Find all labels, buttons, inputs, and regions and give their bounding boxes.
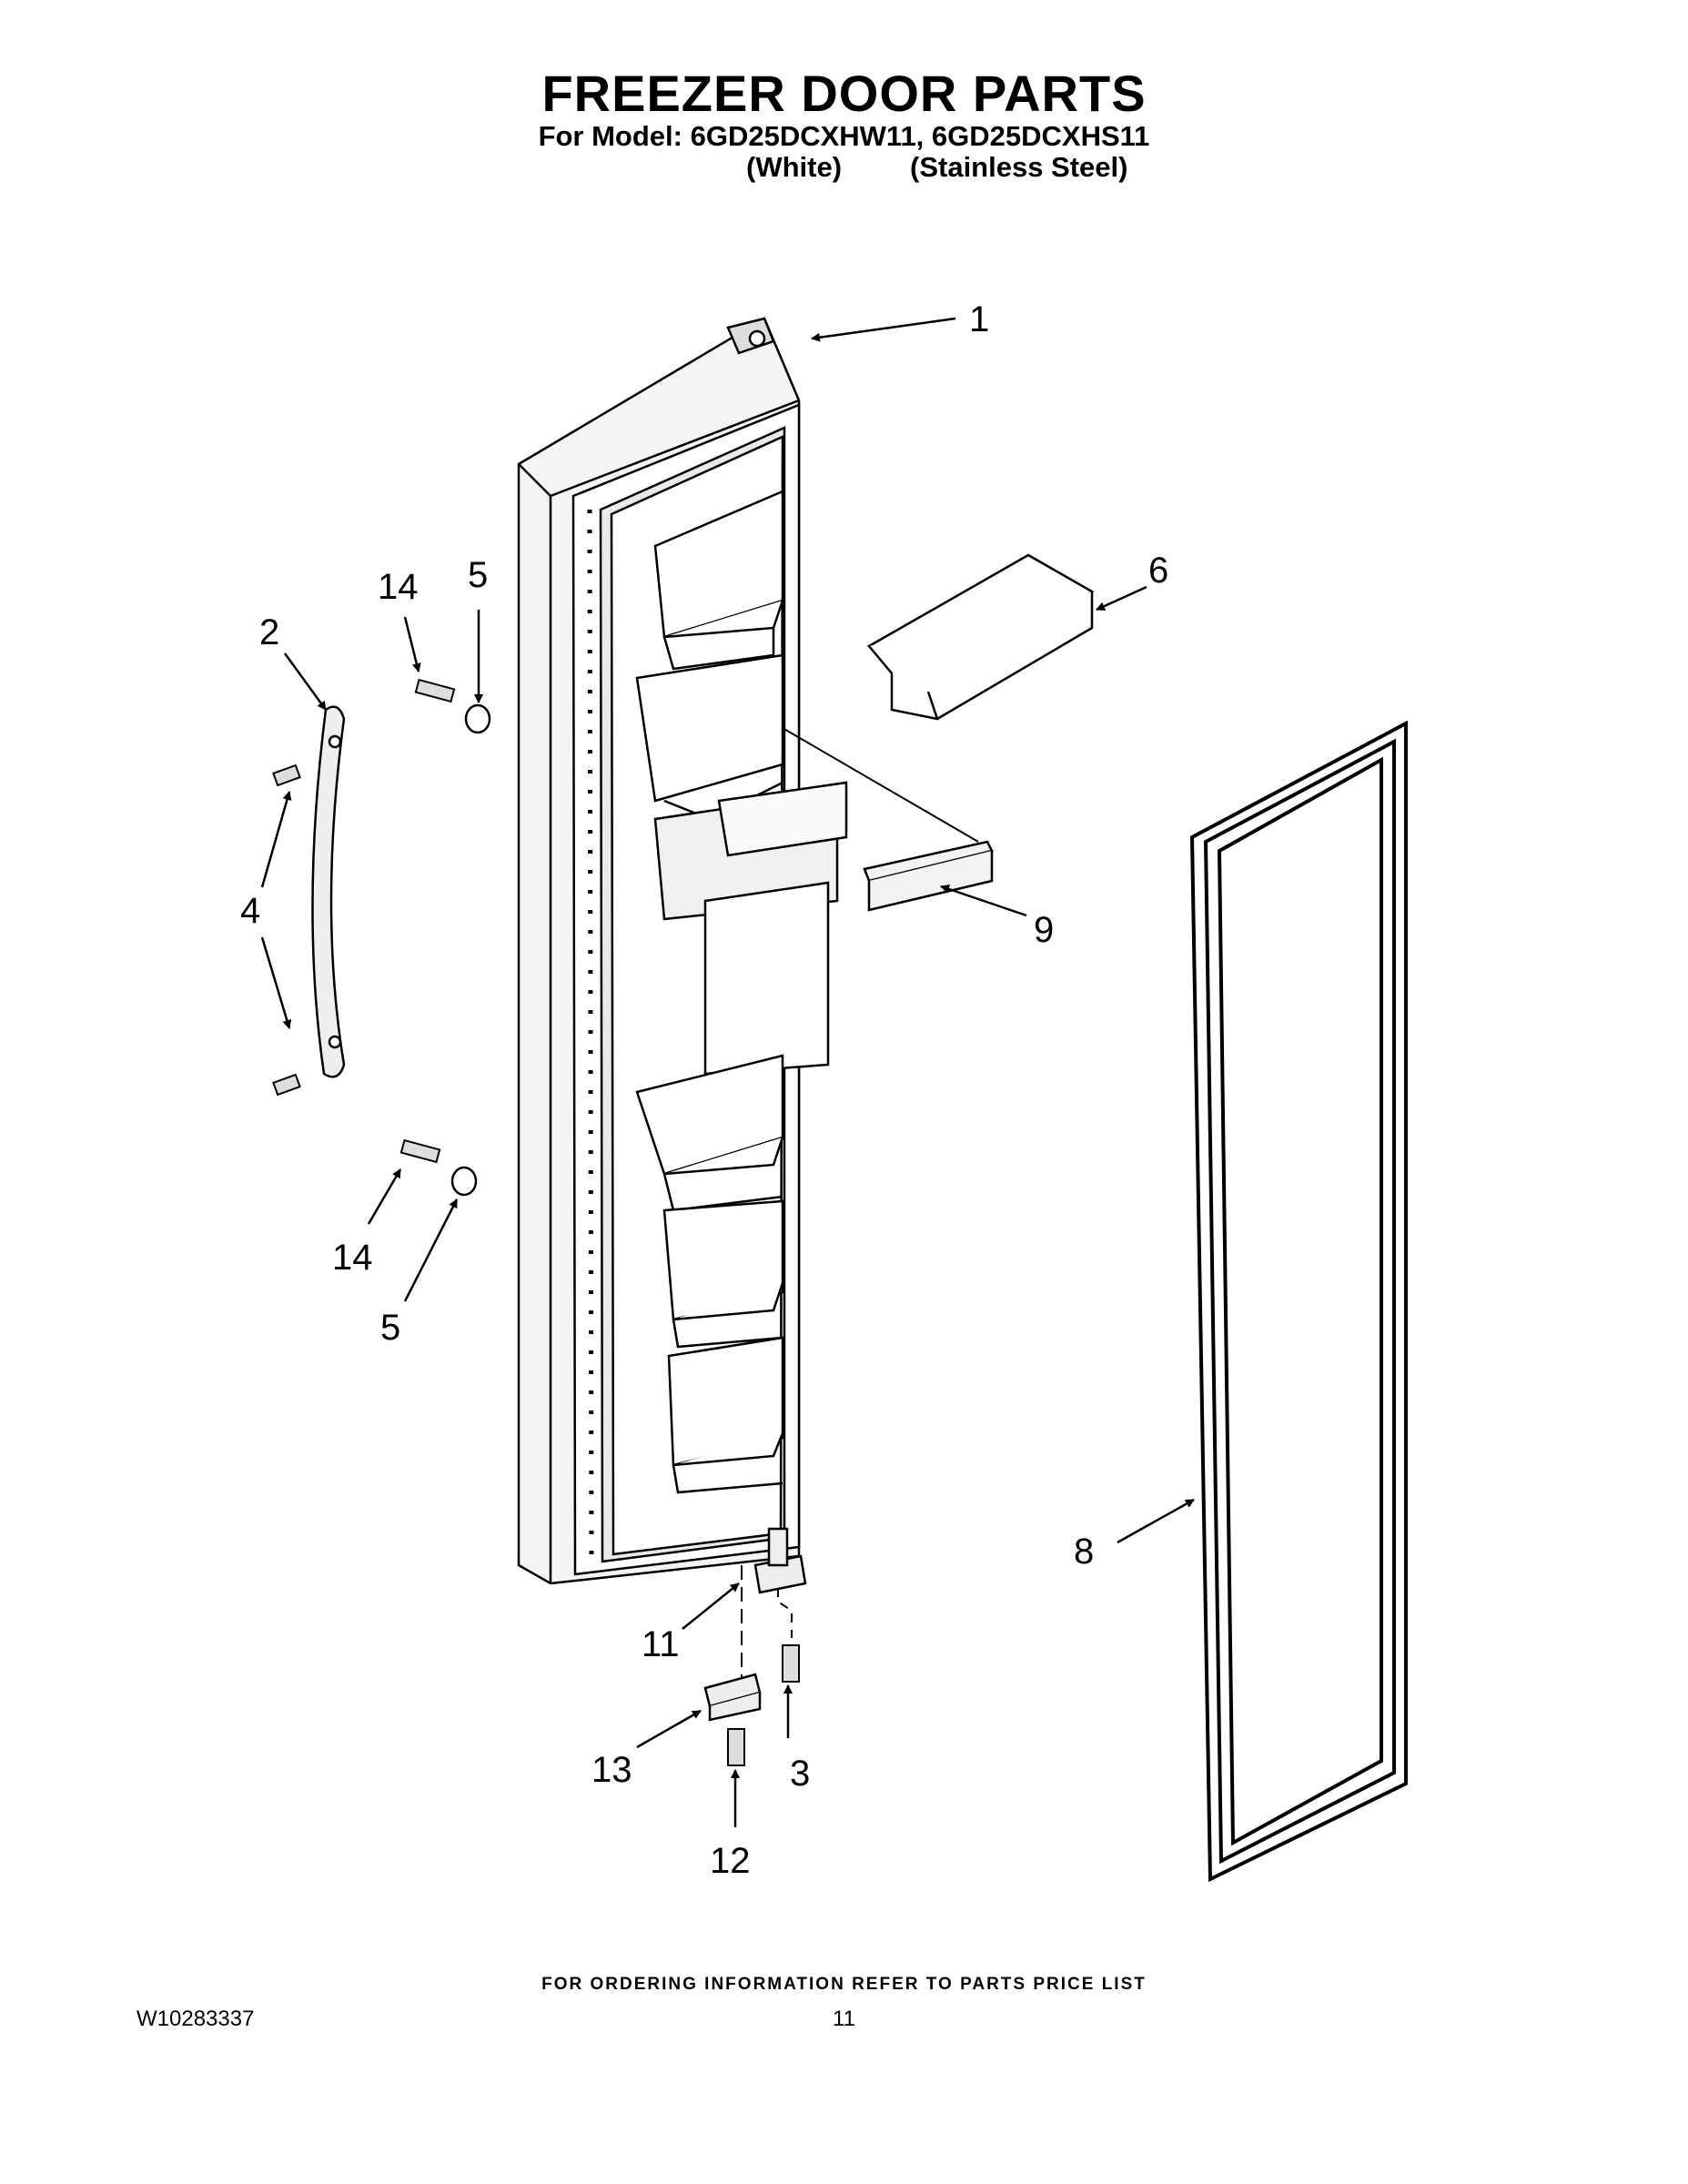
mount-screw-lower [399, 1138, 441, 1164]
page-title: FREEZER DOOR PARTS [541, 65, 1147, 122]
hinge-pin-assembly [753, 1527, 807, 1594]
document-number: W10283337 [136, 2007, 255, 2031]
callout-14-lower: 14 [332, 1238, 373, 1278]
trim-strip [863, 840, 994, 912]
callout-3: 3 [790, 1754, 810, 1794]
callout-2: 2 [259, 612, 279, 652]
callout-labels: 1 2 3 4 5 5 6 8 9 11 12 13 14 14 [240, 299, 1168, 1881]
freezer-door [517, 317, 848, 1585]
mount-screw-upper [414, 678, 456, 703]
leader-6 [1096, 585, 1147, 612]
spacer-lower [450, 1166, 478, 1197]
door-bin [866, 553, 1095, 721]
callout-5-upper: 5 [468, 555, 488, 595]
callout-1: 1 [969, 299, 989, 339]
door-gasket [1189, 720, 1408, 1883]
page-number: 11 [833, 2007, 855, 2031]
leader-9 [940, 885, 1027, 917]
leader-1 [811, 317, 956, 342]
callout-5-lower: 5 [380, 1308, 400, 1348]
hinge-bracket [703, 1673, 762, 1722]
leader-8 [1117, 1498, 1195, 1544]
callout-13: 13 [591, 1750, 632, 1790]
model-variants: (White) (Stainless Steel) [0, 151, 1688, 187]
model-line: For Model: 6GD25DCXHW11, 6GD25DCXHS11 [538, 120, 1150, 152]
leader-lines [260, 317, 1195, 1827]
variant-white: (White) [746, 151, 843, 183]
leader-4b [260, 936, 292, 1029]
callout-11: 11 [642, 1624, 680, 1664]
callout-14-upper: 14 [378, 567, 419, 607]
leader-11 [682, 1582, 740, 1630]
handle-screw-upper [272, 763, 301, 787]
variant-stainless: (Stainless Steel) [910, 151, 1128, 183]
leader-5b [403, 1198, 459, 1302]
door-handle [311, 705, 346, 1078]
leader-13 [636, 1709, 702, 1749]
hinge-screw [782, 1644, 800, 1683]
bracket-screw [727, 1728, 745, 1766]
handle-screw-lower [272, 1073, 301, 1097]
callout-6: 6 [1148, 551, 1168, 591]
leader-2 [283, 652, 328, 711]
leader-14b [367, 1168, 402, 1225]
leader-14a [403, 616, 421, 672]
ordering-note: FOR ORDERING INFORMATION REFER TO PARTS … [541, 1975, 1147, 1994]
callout-8: 8 [1074, 1532, 1094, 1572]
leader-4a [260, 791, 292, 888]
callout-4: 4 [240, 891, 260, 931]
callout-9: 9 [1034, 910, 1054, 950]
callout-12: 12 [710, 1841, 751, 1881]
spacer-upper [464, 703, 491, 734]
